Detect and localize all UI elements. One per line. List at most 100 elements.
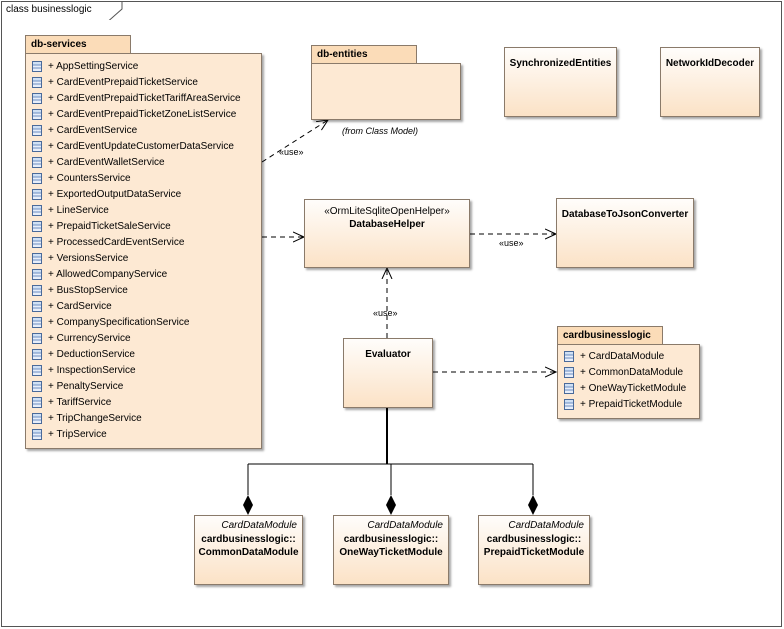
database-to-json-class[interactable]: DatabaseToJsonConverter (556, 198, 694, 268)
package-member[interactable]: + AllowedCompanyService (32, 266, 167, 282)
dep-services-entities (261, 120, 328, 163)
database-helper-stereotype: «OrmLiteSqliteOpenHelper» (324, 206, 450, 217)
use-label-helper: «use» (373, 308, 398, 318)
package-member-label: + CurrencyService (48, 332, 131, 344)
class-icon (32, 60, 42, 72)
evaluator-class[interactable]: Evaluator (343, 338, 433, 408)
package-member[interactable]: + CardService (32, 298, 112, 314)
package-member[interactable]: + InspectionService (32, 362, 136, 378)
db-entities-tab[interactable]: db-entities (311, 45, 417, 64)
db-services-tab[interactable]: db-services (25, 35, 131, 54)
class-icon (32, 316, 42, 328)
package-member-label: + TripChangeService (48, 412, 142, 424)
package-member-label: + InspectionService (48, 364, 136, 376)
class-icon (32, 204, 42, 216)
prepaid-ticket-module-stereotype: CardDataModule (508, 520, 584, 531)
package-member[interactable]: + TripChangeService (32, 410, 142, 426)
diamond-left (243, 495, 253, 515)
class-icon (564, 398, 574, 410)
class-icon (564, 366, 574, 378)
evaluator-name: Evaluator (365, 349, 411, 360)
package-member[interactable]: + AppSettingService (32, 58, 138, 74)
package-member-label: + LineService (48, 204, 109, 216)
package-member[interactable]: + TripService (32, 426, 107, 442)
package-member[interactable]: + CurrencyService (32, 330, 131, 346)
package-member[interactable]: + CompanySpecificationService (32, 314, 189, 330)
package-member-label: + VersionsService (48, 252, 129, 264)
package-member-label: + OneWayTicketModule (580, 382, 687, 394)
package-member-label: + CardEventWalletService (48, 156, 165, 168)
prepaid-ticket-module-class[interactable]: CardDataModule cardbusinesslogic:: Prepa… (478, 515, 590, 585)
package-member[interactable]: + ProcessedCardEventService (32, 234, 184, 250)
common-data-module-class[interactable]: CardDataModule cardbusinesslogic:: Commo… (194, 515, 303, 585)
package-member-label: + CardEventPrepaidTicketService (48, 76, 198, 88)
package-member[interactable]: + CardEventPrepaidTicketService (32, 74, 198, 90)
frame-title: class businesslogic (6, 4, 92, 15)
class-icon (32, 428, 42, 440)
package-member-label: + CountersService (48, 172, 131, 184)
package-member[interactable]: + CardDataModule (564, 348, 664, 364)
db-services-package[interactable]: + AppSettingService + CardEventPrepaidTic… (25, 53, 262, 449)
package-member[interactable]: + CardEventPrepaidTicketTariffAreaServic… (32, 90, 241, 106)
db-entities-package[interactable] (311, 63, 461, 120)
package-member[interactable]: + DeductionService (32, 346, 135, 362)
class-icon (32, 348, 42, 360)
package-member[interactable]: + ExportedOutputDataService (32, 186, 181, 202)
package-member[interactable]: + LineService (32, 202, 109, 218)
class-icon (32, 236, 42, 248)
common-data-module-name: CommonDataModule (198, 547, 299, 558)
package-member[interactable]: + TariffService (32, 394, 111, 410)
database-to-json-name: DatabaseToJsonConverter (561, 209, 689, 220)
use-label-entities: «use» (279, 147, 304, 157)
package-member[interactable]: + BusStopService (32, 282, 128, 298)
package-member-label: + BusStopService (48, 284, 128, 296)
cardbusinesslogic-tab[interactable]: cardbusinesslogic (557, 326, 663, 345)
cardbusinesslogic-package[interactable]: + CardDataModule + CommonDataModule + OneW… (557, 344, 700, 419)
class-icon (32, 172, 42, 184)
class-icon (32, 140, 42, 152)
package-member-label: + CommonDataModule (580, 366, 684, 378)
database-helper-class[interactable]: «OrmLiteSqliteOpenHelper» DatabaseHelper (304, 199, 470, 268)
package-member-label: + ProcessedCardEventService (48, 236, 185, 248)
class-icon (32, 108, 42, 120)
class-icon (564, 350, 574, 362)
package-member-label: + AllowedCompanyService (48, 268, 168, 280)
package-member-label: + CardEventPrepaidTicketZoneListService (48, 108, 237, 120)
class-icon (32, 412, 42, 424)
class-icon (564, 382, 574, 394)
network-id-decoder-name: NetworkIdDecoder (665, 58, 755, 69)
package-member[interactable]: + CardEventService (32, 122, 137, 138)
package-member[interactable]: + CountersService (32, 170, 131, 186)
frame-tab (1, 1, 123, 20)
package-member-label: + CardEventService (48, 124, 138, 136)
class-icon (32, 92, 42, 104)
package-member[interactable]: + CardEventUpdateCustomerDataService (32, 138, 234, 154)
use-label-json: «use» (499, 238, 524, 248)
package-member[interactable]: + PrepaidTicketSaleService (32, 218, 171, 234)
one-way-ticket-module-class[interactable]: CardDataModule cardbusinesslogic:: OneWa… (333, 515, 449, 585)
one-way-ticket-module-stereotype: CardDataModule (367, 520, 443, 531)
package-member[interactable]: + PenaltyService (32, 378, 123, 394)
package-member-label: + TripService (48, 428, 107, 440)
package-member-label: + DeductionService (48, 348, 135, 360)
class-icon (32, 364, 42, 376)
class-icon (32, 252, 42, 264)
prepaid-ticket-module-name: PrepaidTicketModule (483, 547, 585, 558)
class-icon (32, 284, 42, 296)
package-member-label: + PenaltyService (48, 380, 124, 392)
package-member[interactable]: + VersionsService (32, 250, 128, 266)
one-way-ticket-module-name: OneWayTicketModule (339, 547, 443, 558)
network-id-decoder-class[interactable]: NetworkIdDecoder (660, 47, 760, 117)
package-member[interactable]: + CardEventWalletService (32, 154, 165, 170)
synchronized-entities-name: SynchronizedEntities (509, 58, 612, 69)
synchronized-entities-class[interactable]: SynchronizedEntities (504, 47, 617, 117)
one-way-ticket-module-ns: cardbusinesslogic:: (343, 534, 439, 545)
package-member[interactable]: + CardEventPrepaidTicketZoneListService (32, 106, 236, 122)
package-member[interactable]: + CommonDataModule (564, 364, 683, 380)
class-icon (32, 268, 42, 280)
package-member[interactable]: + OneWayTicketModule (564, 380, 686, 396)
package-member[interactable]: + PrepaidTicketModule (564, 396, 682, 412)
class-icon (32, 76, 42, 88)
package-member-label: + PrepaidTicketSaleService (48, 220, 171, 232)
